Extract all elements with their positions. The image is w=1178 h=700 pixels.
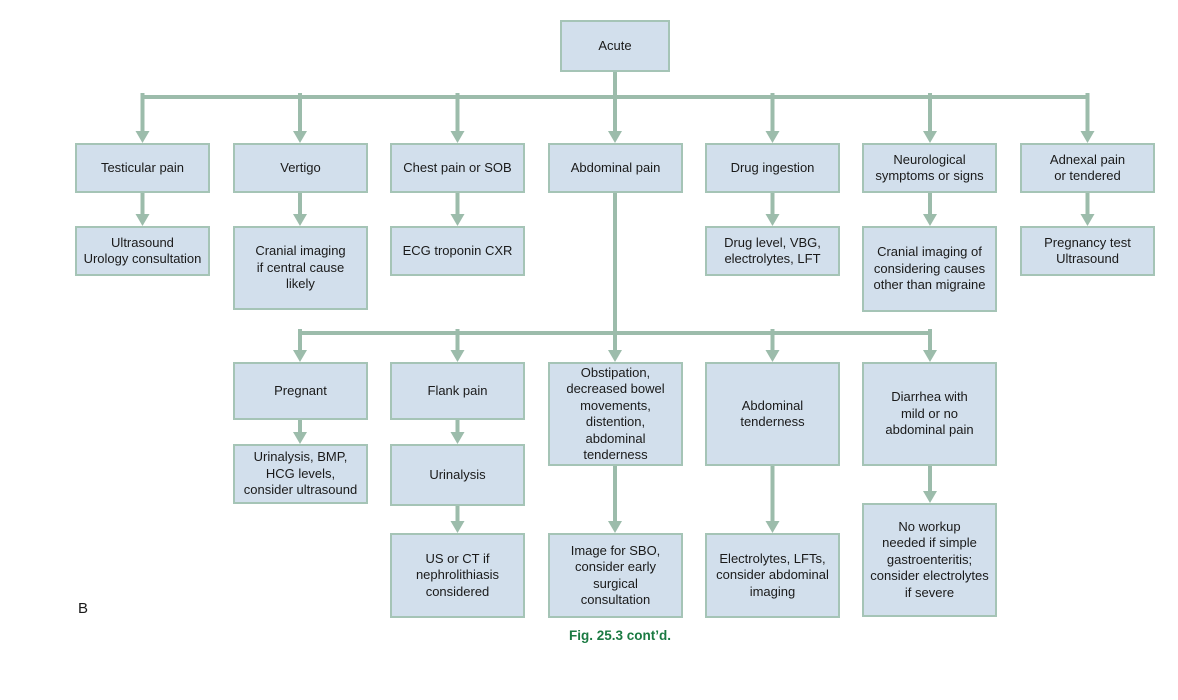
node-chest-workup: ECG troponin CXR — [390, 226, 525, 276]
node-drug-ingestion: Drug ingestion — [705, 143, 840, 193]
node-abdominal-pain: Abdominal pain — [548, 143, 683, 193]
node-vertigo: Vertigo — [233, 143, 368, 193]
node-drug-workup: Drug level, VBG, electrolytes, LFT — [705, 226, 840, 276]
panel-label: B — [78, 600, 89, 617]
node-chest-pain-or-sob: Chest pain or SOB — [390, 143, 525, 193]
node-pregnant: Pregnant — [233, 362, 368, 420]
node-vertigo-workup: Cranial imaging if central cause likely — [233, 226, 368, 310]
node-adnexal-workup: Pregnancy test Ultrasound — [1020, 226, 1155, 276]
node-neurological-symptoms: Neurological symptoms or signs — [862, 143, 997, 193]
node-neuro-workup: Cranial imaging of considering causes ot… — [862, 226, 997, 312]
node-urinalysis: Urinalysis — [390, 444, 525, 506]
node-flank-pain: Flank pain — [390, 362, 525, 420]
node-pregnant-workup: Urinalysis, BMP, HCG levels, consider ul… — [233, 444, 368, 504]
node-no-workup: No workup needed if simple gastroenterit… — [862, 503, 997, 617]
node-image-sbo: Image for SBO, consider early surgical c… — [548, 533, 683, 618]
node-obstipation: Obstipation, decreased bowel movements, … — [548, 362, 683, 466]
node-adnexal-pain: Adnexal pain or tendered — [1020, 143, 1155, 193]
figure-caption: Fig. 25.3 cont’d. — [568, 628, 671, 643]
node-abdominal-tenderness: Abdominal tenderness — [705, 362, 840, 466]
node-diarrhea: Diarrhea with mild or no abdominal pain — [862, 362, 997, 466]
node-testicular-workup: Ultrasound Urology consultation — [75, 226, 210, 276]
node-testicular-pain: Testicular pain — [75, 143, 210, 193]
node-electrolytes-lfts: Electrolytes, LFTs, consider abdominal i… — [705, 533, 840, 618]
node-acute: Acute — [560, 20, 670, 72]
node-us-ct-nephrolithiasis: US or CT if nephrolithiasis considered — [390, 533, 525, 618]
